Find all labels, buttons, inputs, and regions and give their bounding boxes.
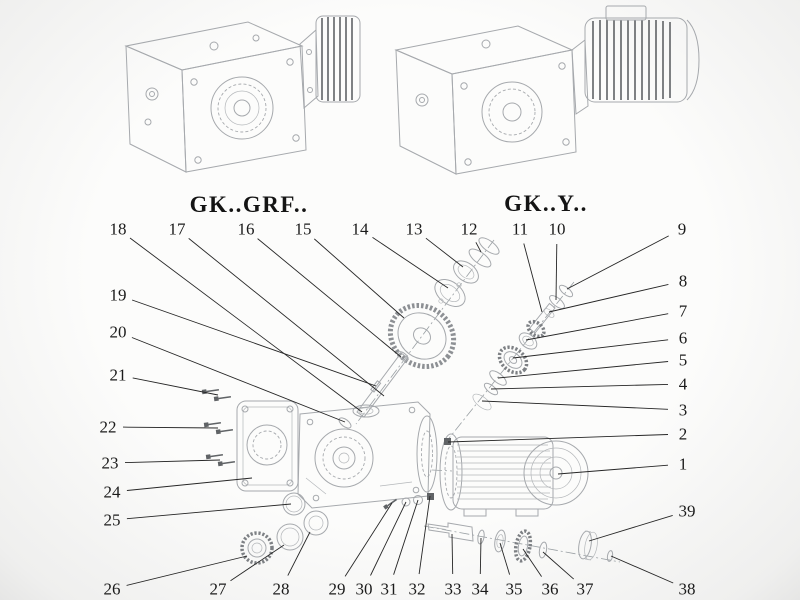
part-number-32: 32: [408, 579, 426, 599]
part-number-11: 11: [511, 219, 529, 239]
motor-body: [452, 436, 554, 510]
part-number-37: 37: [576, 579, 594, 599]
part-number-27: 27: [209, 579, 227, 599]
part-number-4: 4: [678, 374, 688, 394]
output-bore: [481, 81, 543, 143]
part-number-25: 25: [103, 510, 121, 530]
part-number-38: 38: [678, 579, 696, 599]
part-number-17: 17: [168, 219, 186, 239]
part-number-16: 16: [237, 219, 255, 239]
part-number-8: 8: [678, 271, 688, 291]
bevel-gear: [497, 345, 529, 375]
part-number-26: 26: [103, 579, 121, 599]
motor-flange: [439, 433, 463, 511]
bevel-pinion-shaft: [528, 302, 556, 334]
motor-drawing: [439, 433, 589, 517]
part-number-29: 29: [328, 579, 346, 599]
part-number-31: 31: [380, 579, 398, 599]
part-number-18: 18: [109, 219, 127, 239]
motor-body: [584, 17, 688, 103]
gearbox-grf-drawing: [124, 15, 361, 173]
ribbed-input-cap: [315, 15, 361, 103]
o-ring: [472, 393, 492, 411]
flange-plate: [236, 400, 299, 492]
part-number-5: 5: [678, 350, 688, 370]
part-number-15: 15: [294, 219, 312, 239]
gear-shaft-assembly: [338, 237, 500, 429]
mounting-flange-and-bolts: [201, 388, 299, 492]
part-number-33: 33: [444, 579, 462, 599]
output-gear: [513, 529, 533, 563]
part-number-3: 3: [678, 400, 688, 420]
part-number-10: 10: [548, 219, 566, 239]
part-number-1: 1: [678, 454, 688, 474]
model-label-y: GK..Y..: [504, 191, 588, 216]
part-number-39: 39: [678, 501, 696, 521]
motor-fan-cover: [523, 440, 589, 506]
output-bearing-parts: [240, 492, 329, 565]
part-number-20: 20: [109, 322, 127, 342]
flange-bolt: [444, 438, 451, 445]
output-shaft: [427, 522, 474, 542]
adapter-fasteners: [383, 493, 434, 510]
part-number-7: 7: [678, 301, 688, 321]
part-number-13: 13: [405, 219, 423, 239]
part-number-36: 36: [541, 579, 559, 599]
shaft-seal: [240, 531, 274, 565]
terminal-box: [605, 5, 647, 21]
part-number-30: 30: [355, 579, 373, 599]
part-number-24: 24: [103, 482, 121, 502]
gear-housing-drawing: [297, 401, 438, 509]
output-bore: [210, 76, 274, 140]
exploded-view-drawing: [122, 235, 674, 586]
part-number-28: 28: [272, 579, 290, 599]
part-number-12: 12: [460, 219, 478, 239]
part-number-14: 14: [351, 219, 369, 239]
part-number-6: 6: [678, 328, 688, 348]
part-number-34: 34: [471, 579, 489, 599]
input-pinion-assembly: [472, 284, 574, 411]
circlip: [282, 492, 306, 516]
part-number-35: 35: [505, 579, 523, 599]
part-number-9: 9: [677, 219, 687, 239]
housing-output-boss: [314, 428, 374, 488]
part-number-2: 2: [678, 424, 688, 444]
part-number-21: 21: [109, 365, 127, 385]
output-shaft-assembly: [427, 522, 614, 563]
callout-leader-lines: [122, 235, 674, 586]
gearbox-y-drawing: [394, 5, 700, 175]
part-number-19: 19: [109, 285, 127, 305]
helical-gear: [387, 302, 457, 370]
model-label-grf: GK..GRF..: [189, 192, 309, 217]
part-number-23: 23: [101, 453, 119, 473]
part-number-22: 22: [99, 417, 117, 437]
